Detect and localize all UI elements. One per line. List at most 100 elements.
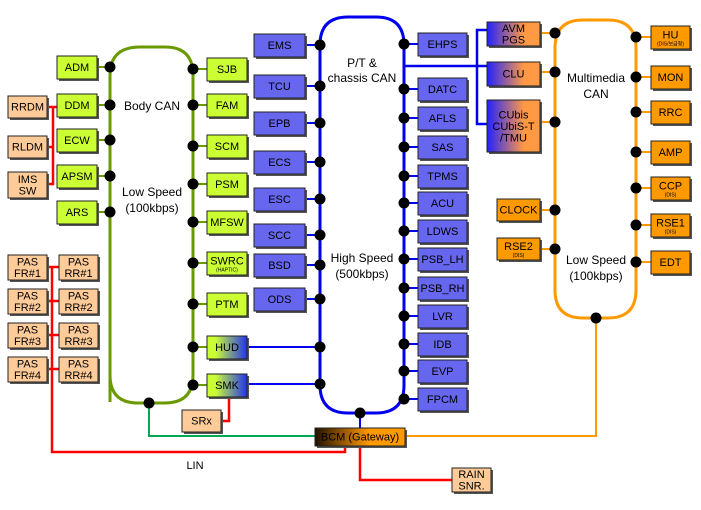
ecu-ccp — [650, 176, 691, 201]
ecu-ccp-sublabel: (DIS) — [665, 193, 677, 199]
ecu-scc-label: SCC — [268, 230, 291, 242]
ecu-esc-label: ESC — [268, 194, 291, 206]
lin-pas-rr3-label: RR#3 — [64, 336, 92, 348]
bus-node — [187, 178, 199, 190]
ecu-psm — [206, 172, 248, 197]
bus-node — [187, 341, 199, 353]
bus-node — [187, 379, 199, 391]
bus-node — [398, 365, 410, 377]
ecu-sas-label: SAS — [431, 142, 453, 154]
ecu-hud-label: HUD — [215, 342, 239, 354]
lin-pas-rr1-label: PAS — [68, 257, 89, 269]
bus-node — [104, 99, 116, 111]
ecu-sjb — [206, 57, 248, 82]
ecu-swrc-label: SWRC — [210, 256, 244, 268]
ecu-rse2 — [496, 237, 541, 261]
bus-node — [104, 170, 116, 182]
ecu-apsm-label: APSM — [61, 171, 92, 183]
lin-pas-rr2-label: PAS — [68, 291, 89, 303]
ecu-ccp-label: CCP — [659, 181, 682, 193]
lin-pas-rr3 — [58, 322, 99, 349]
ecu-fam — [206, 93, 248, 118]
bus-node — [398, 38, 410, 50]
ecu-swrc-sublabel: (HAPTIC) — [216, 268, 238, 274]
bus-node — [187, 63, 199, 75]
ecu-swrc — [206, 251, 248, 276]
lin-rrdm-label: RRDM — [11, 102, 44, 114]
bus-node — [187, 140, 199, 152]
lin-pas-fr2-label: FR#2 — [14, 302, 41, 314]
multimedia-can-title: Multimedia — [567, 71, 625, 85]
bus-node — [630, 106, 642, 118]
lin-pas-line — [50, 267, 347, 454]
ecu-hu-label: HU — [663, 30, 679, 42]
lin-pas-fr3-label: PAS — [17, 325, 38, 337]
ecu-rrc — [650, 100, 691, 125]
ecu-bsd — [253, 253, 306, 278]
ecu-hu-sublabel: (DIS/보급형) — [657, 41, 684, 48]
bus-node — [187, 216, 199, 228]
ecu-smk — [206, 373, 248, 398]
ecu-tcu-label: TCU — [268, 81, 291, 93]
ecu-ems — [253, 33, 306, 58]
ecu-amp — [650, 140, 691, 165]
lin-pas-fr4-label: FR#4 — [14, 370, 41, 382]
ecu-edt — [650, 250, 691, 275]
lin-pas-fr4 — [7, 356, 48, 383]
ecu-ems-label: EMS — [268, 40, 292, 52]
lin-rldm-label: RLDM — [12, 142, 43, 154]
bus-node — [630, 71, 642, 83]
pt-can-speed: High Speed — [331, 251, 394, 265]
ecu-sjb-label: SJB — [217, 64, 237, 76]
body-can-speed: Low Speed — [122, 185, 182, 199]
body-can-bus — [108, 45, 195, 405]
ecu-afls-label: AFLS — [429, 113, 457, 125]
ecu-cubis — [486, 99, 541, 153]
ecu-avm-label: PGS — [502, 35, 525, 47]
lin-pas-fr2 — [7, 288, 48, 315]
bus-node — [104, 134, 116, 146]
multimedia-can-rate: (100kbps) — [569, 269, 622, 283]
ecu-tpms — [417, 164, 468, 189]
bus-node — [314, 193, 326, 205]
pt-can-rate: (500kbps) — [335, 267, 388, 281]
ecu-lvr-label: LVR — [432, 311, 453, 323]
ecu-avm — [486, 21, 541, 47]
lin-rain-sensor — [451, 467, 492, 493]
body-can-rate: (100kbps) — [125, 201, 178, 215]
bus-node — [630, 219, 642, 231]
ecu-acu-label: ACU — [431, 198, 454, 210]
bcm-gateway-label: BCM (Gateway) — [321, 432, 399, 444]
ecu-ars-label: ARS — [66, 207, 89, 219]
ecu-rse2-label: RSE2 — [504, 241, 533, 253]
ecu-sas — [417, 135, 468, 160]
bus-node — [549, 66, 561, 78]
ecu-datc-label: DATC — [428, 84, 457, 96]
lin-pas-fr3-label: FR#3 — [14, 336, 41, 348]
bus-node — [590, 312, 602, 324]
ecu-ars — [56, 200, 98, 225]
lin-pas-fr1-label: FR#1 — [14, 268, 41, 280]
lin-rain-sensor-label: RAIN — [458, 469, 484, 481]
lin-pas-rr4-label: PAS — [68, 359, 89, 371]
ecu-afls — [417, 106, 468, 131]
ecu-scc — [253, 223, 306, 248]
ecu-hud — [206, 335, 248, 360]
mm-gateway-link — [405, 318, 597, 437]
ecu-clock-label: CLOCK — [500, 205, 539, 217]
lin-rldm — [7, 135, 48, 159]
ecu-ehps-label: EHPS — [428, 39, 458, 51]
ecu-lvr — [417, 304, 468, 329]
bus-node — [398, 225, 410, 237]
bus-node — [630, 182, 642, 194]
bus-node — [549, 204, 561, 216]
lin-pas-fr2-label: PAS — [17, 291, 38, 303]
ecu-clu-label: CLU — [502, 69, 524, 81]
ecu-ecw-label: ECW — [64, 135, 90, 147]
lin-pas-fr1 — [7, 254, 48, 281]
bus-node — [187, 99, 199, 111]
ecu-apsm — [56, 164, 98, 189]
lin-srx — [181, 409, 222, 433]
ecu-bsd-label: BSD — [268, 260, 291, 272]
